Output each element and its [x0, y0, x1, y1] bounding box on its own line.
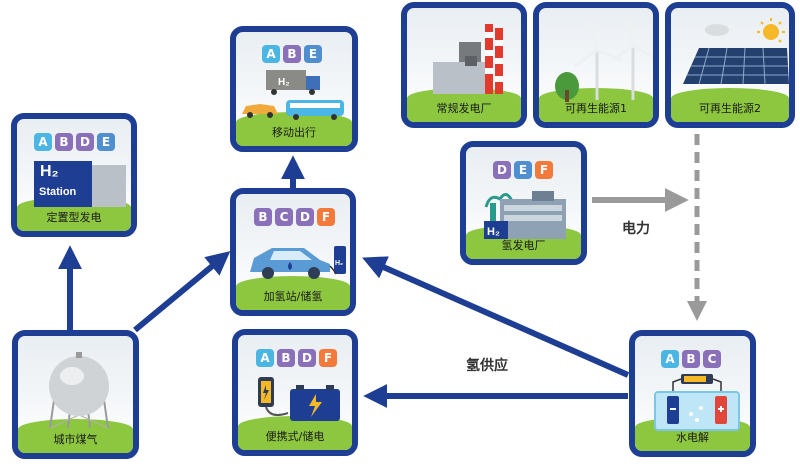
badge: E	[514, 161, 532, 179]
node-label: 移动出行	[272, 126, 316, 139]
badge: B	[283, 45, 301, 63]
h2-mark: H₂	[40, 163, 59, 180]
node-stationary-power[interactable]: A B D E H₂ Station 定置型发电	[11, 113, 137, 237]
hydrogen-plant-icon: H₂	[484, 191, 566, 239]
badge: D	[296, 208, 314, 226]
fuel-cell-car-icon: H₂	[250, 246, 346, 279]
vehicles-icon: H₂	[242, 70, 344, 120]
badge: B	[254, 208, 272, 226]
power-label: 电力	[622, 221, 650, 237]
badge: C	[275, 208, 293, 226]
node-label: 城市煤气	[53, 433, 98, 446]
node-hydrogen-power-plant[interactable]: D E F H₂ 氢发电厂	[460, 141, 587, 265]
badge: B	[55, 133, 73, 151]
fuel-cell-unit-icon: H₂ Station	[34, 161, 126, 207]
badge: B	[277, 349, 295, 367]
badge: A	[34, 133, 52, 151]
badge: D	[493, 161, 511, 179]
hydrogen-supply-label: 氢供应	[466, 358, 508, 374]
badge-group: A B C	[661, 350, 721, 368]
badge-group: A B E	[262, 45, 322, 63]
node-label: 加氢站/储氢	[263, 290, 323, 303]
grass-ground	[236, 276, 350, 310]
badge: F	[535, 161, 553, 179]
badge-group: A B D E	[34, 133, 115, 151]
badge: C	[703, 350, 721, 368]
node-renewable-2[interactable]: 可再生能源2	[665, 2, 795, 128]
badge: D	[76, 133, 94, 151]
badge: B	[682, 350, 700, 368]
power-plant-icon	[433, 24, 503, 94]
gas-tank-icon	[49, 352, 109, 429]
badge: E	[304, 45, 322, 63]
node-label: 便携式/储电	[265, 430, 325, 443]
badge: A	[661, 350, 679, 368]
node-label: 可再生能源2	[699, 102, 761, 115]
badge: D	[298, 349, 316, 367]
badge: A	[262, 45, 280, 63]
node-water-electrolysis[interactable]: A B C 水电解	[629, 330, 756, 457]
node-mobility[interactable]: A B E H₂ 移动出行	[230, 26, 358, 152]
node-label: 氢发电厂	[501, 239, 546, 252]
badge: F	[319, 349, 337, 367]
badge-group: A B D F	[256, 349, 337, 367]
grass-ground	[18, 419, 133, 453]
arrow-citygas-to-refuel	[133, 251, 231, 333]
node-label: 定置型发电	[46, 211, 102, 224]
battery-icon	[258, 377, 340, 421]
node-renewable-1[interactable]: 可再生能源1	[533, 2, 659, 128]
station-text: Station	[39, 186, 77, 198]
solar-panel-icon	[683, 18, 789, 85]
electrolysis-cell-icon	[654, 374, 740, 431]
node-label: 水电解	[676, 431, 709, 444]
wind-turbine-icon	[555, 20, 653, 102]
grass-ground	[671, 88, 789, 122]
arrow-electrolysis-to-refuel	[362, 256, 630, 378]
h2-mark: H₂	[278, 77, 290, 88]
node-city-gas[interactable]: 城市煤气	[12, 330, 139, 459]
badge-group: D E F	[493, 161, 553, 179]
badge-group: B C D F	[254, 208, 335, 226]
node-portable-storage[interactable]: A B D F 便携式/储电	[232, 329, 358, 456]
grass-ground	[238, 416, 352, 450]
node-refueling-station[interactable]: B C D F H₂ 加氢站/储氢	[230, 188, 356, 316]
h2-mark: H₂	[335, 260, 343, 267]
badge: A	[256, 349, 274, 367]
node-label: 常规发电厂	[436, 102, 492, 115]
h2-mark: H₂	[487, 226, 500, 238]
node-conventional-plant[interactable]: 常规发电厂	[401, 2, 527, 128]
badge: F	[317, 208, 335, 226]
badge: E	[97, 133, 115, 151]
node-label: 可再生能源1	[565, 102, 627, 115]
